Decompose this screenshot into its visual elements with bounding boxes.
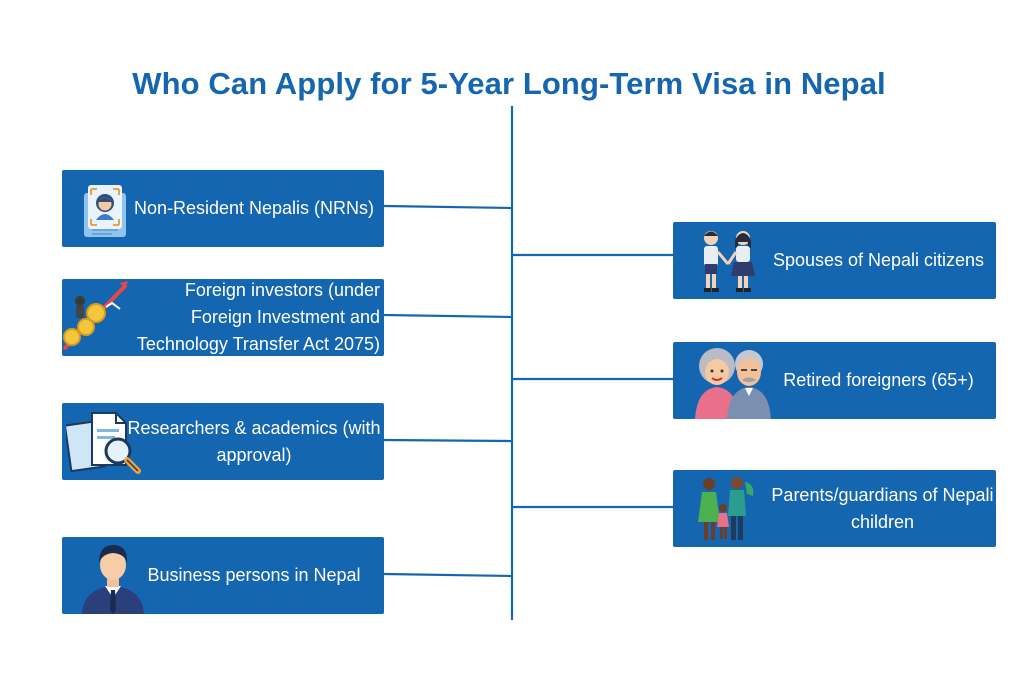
couple-icon — [704, 231, 755, 292]
card-label: Researchers & academics (with approval) — [127, 417, 381, 465]
card-label: Parents/guardians of Nepali children — [771, 484, 994, 532]
card-label: Retired foreigners (65+) — [783, 370, 974, 390]
card-business-persons: Business persons in Nepal — [62, 537, 384, 614]
card-non-resident-nepalis: Non-Resident Nepalis (NRNs) — [62, 170, 384, 247]
businessman-icon — [82, 545, 144, 614]
card-researchers: Researchers & academics (with approval) — [62, 403, 384, 480]
card-parents-guardians: Parents/guardians of Nepali children — [673, 470, 996, 547]
id-card-icon — [84, 185, 126, 237]
document-magnifier-icon — [66, 412, 141, 474]
card-spouses: Spouses of Nepali citizens — [673, 222, 996, 299]
card-retired-foreigners: Retired foreigners (65+) — [673, 342, 996, 419]
card-foreign-investors: Foreign investors (under Foreign Investm… — [62, 279, 384, 356]
family-icon — [698, 477, 754, 540]
connector-left-3 — [383, 438, 513, 443]
elderly-couple-icon — [695, 348, 771, 419]
card-label: Spouses of Nepali citizens — [772, 250, 985, 270]
investment-growth-icon — [62, 281, 128, 351]
connector-left-2 — [383, 313, 513, 319]
connector-left-4 — [383, 572, 513, 578]
card-label: Business persons in Nepal — [147, 565, 361, 585]
connector-left-1 — [383, 204, 513, 210]
diagram-title: Who Can Apply for 5-Year Long-Term Visa … — [132, 66, 886, 101]
card-label: Foreign investors (under Foreign Investm… — [136, 280, 380, 354]
card-label: Non-Resident Nepalis (NRNs) — [133, 198, 375, 218]
